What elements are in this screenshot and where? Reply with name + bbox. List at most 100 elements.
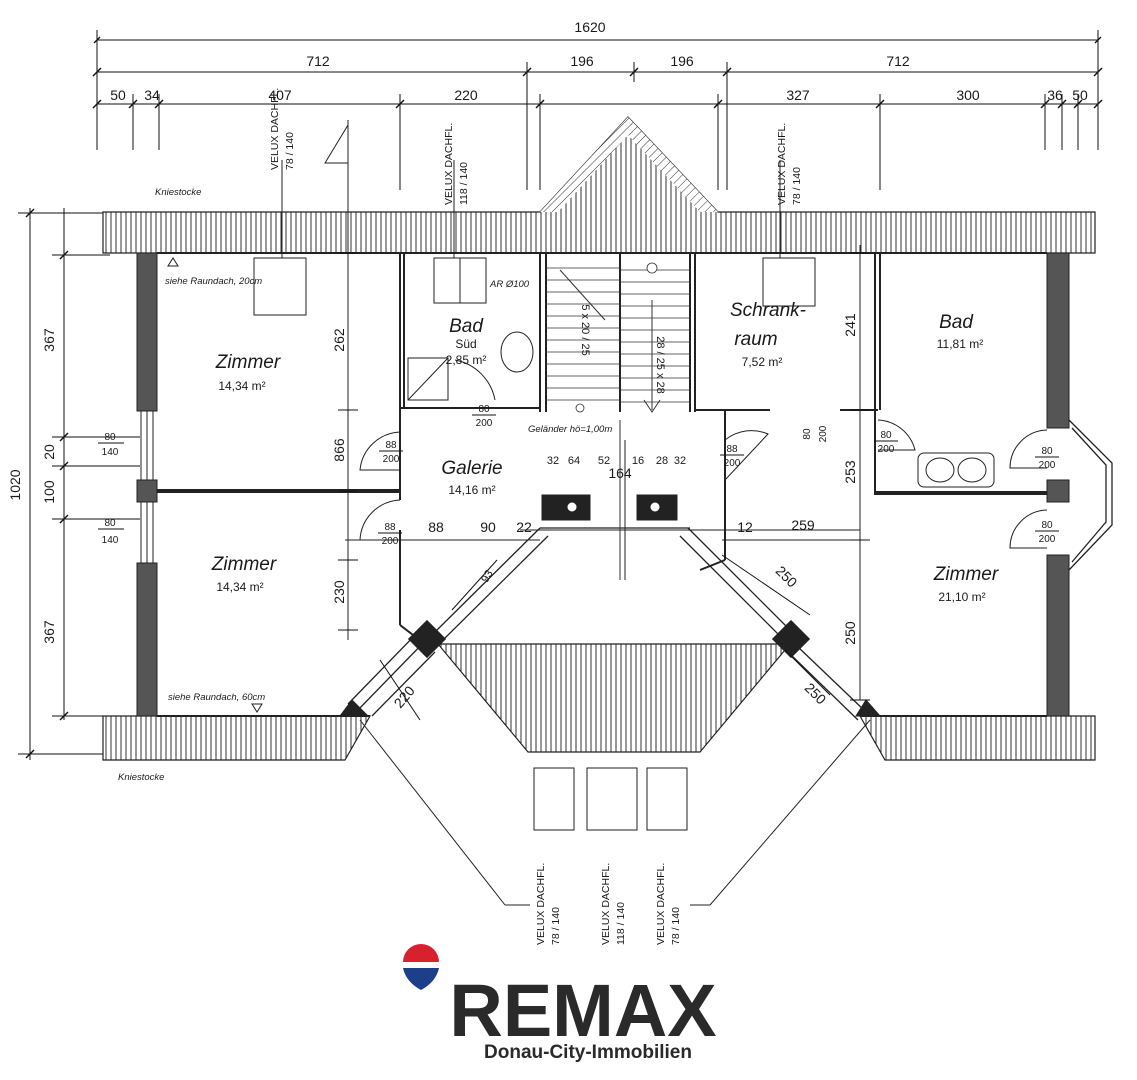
dim-250-diagonal-a: 250 [773, 563, 801, 591]
top-dimensions [92, 30, 1103, 190]
left-window-labels: 80 140 80 140 [98, 432, 124, 546]
room-labels: Zimmer 14,34 m² Zimmer 14,34 m² Bad Süd … [211, 300, 999, 604]
room-galerie-name: Galerie [441, 458, 502, 479]
dim-top-196-right: 196 [670, 53, 694, 69]
room-zimmer-2-name: Zimmer [211, 554, 277, 575]
window-right-upper-width: 80 [1041, 446, 1053, 457]
door-galerie-bottom-height: 200 [382, 536, 399, 547]
door-schrank-width: 88 [726, 444, 738, 455]
room-zimmer-1-area: 14,34 m² [218, 379, 265, 393]
dim-164: 164 [608, 465, 632, 481]
note-ar: AR Ø100 [489, 279, 530, 290]
brand-name: REMAX [449, 969, 716, 1052]
dim-64: 64 [568, 455, 580, 467]
room-zimmer-3-name: Zimmer [933, 564, 999, 585]
door-galerie-top-height: 200 [383, 454, 400, 465]
room-schrankraum-name-1: Schrank- [730, 300, 806, 321]
bay-walls [347, 527, 867, 721]
note-kniestocke-top: Kniestocke [155, 187, 201, 198]
dim-220-diagonal: 220 [391, 683, 418, 711]
door-bad-width: 80 [880, 430, 892, 441]
note-gelaender: Geländer hö=1,00m [528, 424, 612, 435]
dim-50-right: 50 [1072, 87, 1088, 103]
door-schrank-height: 200 [724, 458, 741, 469]
dim-total-depth: 1020 [7, 469, 23, 500]
dim-16: 16 [632, 455, 644, 467]
note-raundach-20: siehe Raundach, 20cm [165, 276, 262, 287]
window-right-upper-height: 200 [1039, 460, 1056, 471]
velux-labels-top: VELUX DACHFL. 78 / 140 VELUX DACHFL. 118… [269, 88, 803, 205]
window-height-upper: 140 [102, 447, 119, 458]
velux-bottom-2-title: VELUX DACHFL. [600, 863, 612, 945]
dim-28: 28 [656, 455, 668, 467]
room-bad-sued-name: Bad [449, 316, 484, 337]
left-windows [140, 410, 154, 564]
stair-left-label: 5 x 20 / 25 [579, 304, 591, 355]
velux-bottom-3-size: 78 / 140 [670, 907, 682, 945]
window-width-lower: 80 [104, 518, 116, 529]
dim-top-196-left: 196 [570, 53, 594, 69]
dim-total-width: 1620 [574, 19, 605, 35]
room-bad-sued-sub: Süd [455, 337, 476, 351]
dim-90: 90 [480, 519, 496, 535]
door-galerie-bottom-width: 88 [384, 522, 396, 533]
window-height-lower: 140 [102, 535, 119, 546]
stair-right-label: 28 / 25 x 28 [654, 336, 666, 394]
velux-top-3-title: VELUX DACHFL. [776, 123, 788, 205]
fixtures [253, 257, 995, 488]
room-schrankraum-area: 7,52 m² [742, 355, 783, 369]
dim-866: 866 [331, 438, 347, 462]
dim-20: 20 [41, 444, 57, 460]
dim-top-712-left: 712 [306, 53, 330, 69]
dim-300: 300 [956, 87, 980, 103]
note-raundach-60: siehe Raundach, 60cm [168, 692, 265, 703]
velux-labels-bottom: VELUX DACHFL. 78 / 140 VELUX DACHFL. 118… [535, 863, 682, 945]
dim-52: 52 [598, 455, 610, 467]
brand-tagline: Donau-City-Immobilien [484, 1042, 692, 1063]
room-zimmer-3-area: 21,10 m² [938, 590, 985, 604]
dim-32-left: 32 [547, 455, 559, 467]
dim-93: 93 [479, 568, 496, 585]
door-bad-sued-height: 200 [476, 418, 493, 429]
dim-36-right: 36 [1047, 87, 1063, 103]
window-right-lower-height: 200 [1039, 534, 1056, 545]
velux-bottom-1-title: VELUX DACHFL. [535, 863, 547, 945]
room-bad-sued-area: 2,85 m² [446, 353, 487, 367]
dim-262: 262 [331, 328, 347, 352]
roof-eaves [102, 116, 1096, 761]
room-zimmer-1-name: Zimmer [215, 352, 281, 373]
interior-walls [157, 252, 1047, 717]
room-bad-area: 11,81 m² [937, 337, 983, 351]
dim-100: 100 [41, 480, 57, 504]
dim-407: 407 [268, 87, 292, 103]
room-galerie-area: 14,16 m² [448, 483, 495, 497]
dim-22: 22 [516, 519, 532, 535]
dim-259: 259 [791, 517, 815, 533]
right-bay-window [1068, 419, 1113, 571]
top-velux-markers [281, 120, 871, 906]
door-bad-height: 200 [878, 444, 895, 455]
door-swings [359, 359, 1048, 549]
velux-bottom-3-title: VELUX DACHFL. [655, 863, 667, 945]
dim-367-top: 367 [41, 328, 57, 352]
dim-250-diagonal-b: 250 [802, 680, 830, 708]
dim-50-left: 50 [110, 87, 126, 103]
velux-bottom-2-size: 118 / 140 [615, 902, 627, 945]
note-kniestocke-bottom: Kniestocke [118, 772, 164, 783]
velux-top-2-size: 118 / 140 [458, 162, 470, 205]
dim-250-vertical: 250 [842, 621, 858, 645]
door-bad-sued-width: 80 [478, 404, 490, 415]
dim-253: 253 [842, 460, 858, 484]
dim-88: 88 [428, 519, 444, 535]
door-galerie-top-width: 88 [385, 440, 397, 451]
room-bad-name: Bad [939, 312, 974, 333]
dim-12: 12 [737, 519, 753, 535]
top-dimension-labels: 1620 712 196 196 712 50 34 407 220 327 3… [110, 19, 1088, 103]
inner-dimension-lines [338, 252, 870, 721]
room-zimmer-2-area: 14,34 m² [216, 580, 263, 594]
dim-327: 327 [786, 87, 810, 103]
velux-bottom-1-size: 78 / 140 [550, 907, 562, 945]
velux-top-1-title: VELUX DACHFL. [269, 88, 281, 170]
